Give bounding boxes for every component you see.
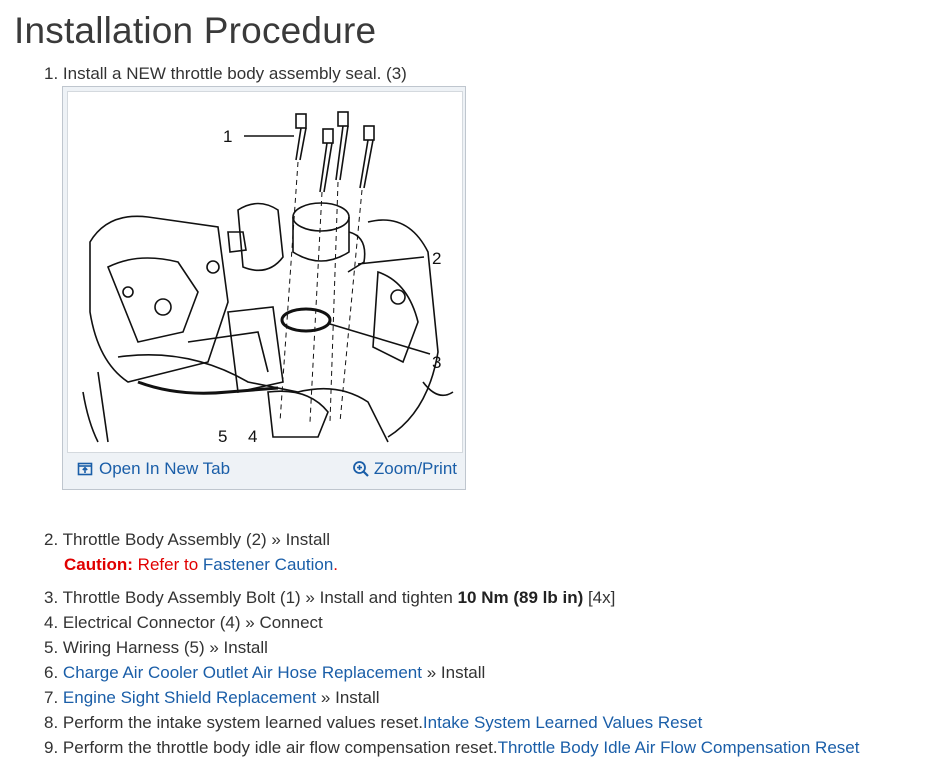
step-number: 9. — [44, 738, 59, 757]
page-title: Installation Procedure — [14, 10, 377, 51]
open-in-new-tab-link[interactable]: Open In New Tab — [77, 459, 230, 479]
figure-toolbar: Open In New Tab Zoom/Print — [63, 453, 465, 489]
step-text: Wiring Harness (5) » Install — [62, 638, 268, 657]
zoom-print-label: Zoom/Print — [373, 459, 457, 478]
caution-text: Refer to — [137, 555, 203, 574]
step-number: 7. — [44, 688, 59, 707]
illustration-figure: 1 2 3 4 5 Open In New Tab — [62, 86, 466, 490]
callout-5: 5 — [218, 427, 227, 446]
caution-label: Caution: — [64, 555, 133, 574]
step-number: 5. — [44, 638, 59, 657]
step-text: Perform the throttle body idle air flow … — [62, 738, 498, 757]
step-7: 7. Engine Sight Shield Replacement » Ins… — [44, 687, 380, 709]
step-1: 1. Install a NEW throttle body assembly … — [44, 63, 407, 85]
torque-spec: 10 Nm (89 lb in) — [457, 588, 584, 607]
open-in-new-tab-label: Open In New Tab — [99, 459, 231, 478]
idle-air-flow-reset-link[interactable]: Throttle Body Idle Air Flow Compensation… — [497, 738, 860, 757]
charge-air-cooler-hose-link[interactable]: Charge Air Cooler Outlet Air Hose Replac… — [62, 663, 422, 682]
caution-end: . — [333, 555, 339, 574]
callout-3: 3 — [432, 353, 441, 372]
engine-diagram: 1 2 3 4 5 — [82, 111, 454, 446]
callout-1: 1 — [223, 127, 232, 146]
step-quantity: [4x] — [583, 588, 616, 607]
step-number: 8. — [44, 713, 59, 732]
step-number: 2. — [44, 530, 59, 549]
step-text: Electrical Connector (4) » Connect — [62, 613, 323, 632]
callout-2: 2 — [432, 249, 441, 268]
step-2: 2. Throttle Body Assembly (2) » Install — [44, 529, 330, 551]
throttle-body-illustration[interactable]: 1 2 3 4 5 — [67, 91, 463, 453]
step-text: Perform the intake system learned values… — [62, 713, 423, 732]
step-number: 3. — [44, 588, 59, 607]
fastener-caution-link[interactable]: Fastener Caution — [202, 555, 334, 574]
open-new-tab-icon — [77, 462, 93, 476]
step-number: 1. — [44, 64, 59, 83]
step-8: 8. Perform the intake system learned val… — [44, 712, 702, 734]
caution-note: Caution: Refer to Fastener Caution. — [64, 554, 338, 576]
step-9: 9. Perform the throttle body idle air fl… — [44, 737, 859, 759]
intake-learned-values-reset-link[interactable]: Intake System Learned Values Reset — [422, 713, 703, 732]
step-text: Throttle Body Assembly (2) » Install — [62, 530, 330, 549]
engine-sight-shield-link[interactable]: Engine Sight Shield Replacement — [62, 688, 317, 707]
step-action: » Install — [421, 663, 486, 682]
bolt-drawing — [295, 111, 375, 193]
zoom-in-icon — [352, 461, 369, 477]
step-text: Install a NEW throttle body assembly sea… — [62, 64, 407, 83]
step-5: 5. Wiring Harness (5) » Install — [44, 637, 268, 659]
step-number: 6. — [44, 663, 59, 682]
step-4: 4. Electrical Connector (4) » Connect — [44, 612, 323, 634]
step-action: » Install — [316, 688, 380, 707]
zoom-print-link[interactable]: Zoom/Print — [352, 459, 457, 479]
step-text: Throttle Body Assembly Bolt (1) » Instal… — [62, 588, 458, 607]
callout-4: 4 — [248, 427, 257, 446]
step-number: 4. — [44, 613, 59, 632]
step-3: 3. Throttle Body Assembly Bolt (1) » Ins… — [44, 587, 615, 609]
step-6: 6. Charge Air Cooler Outlet Air Hose Rep… — [44, 662, 485, 684]
